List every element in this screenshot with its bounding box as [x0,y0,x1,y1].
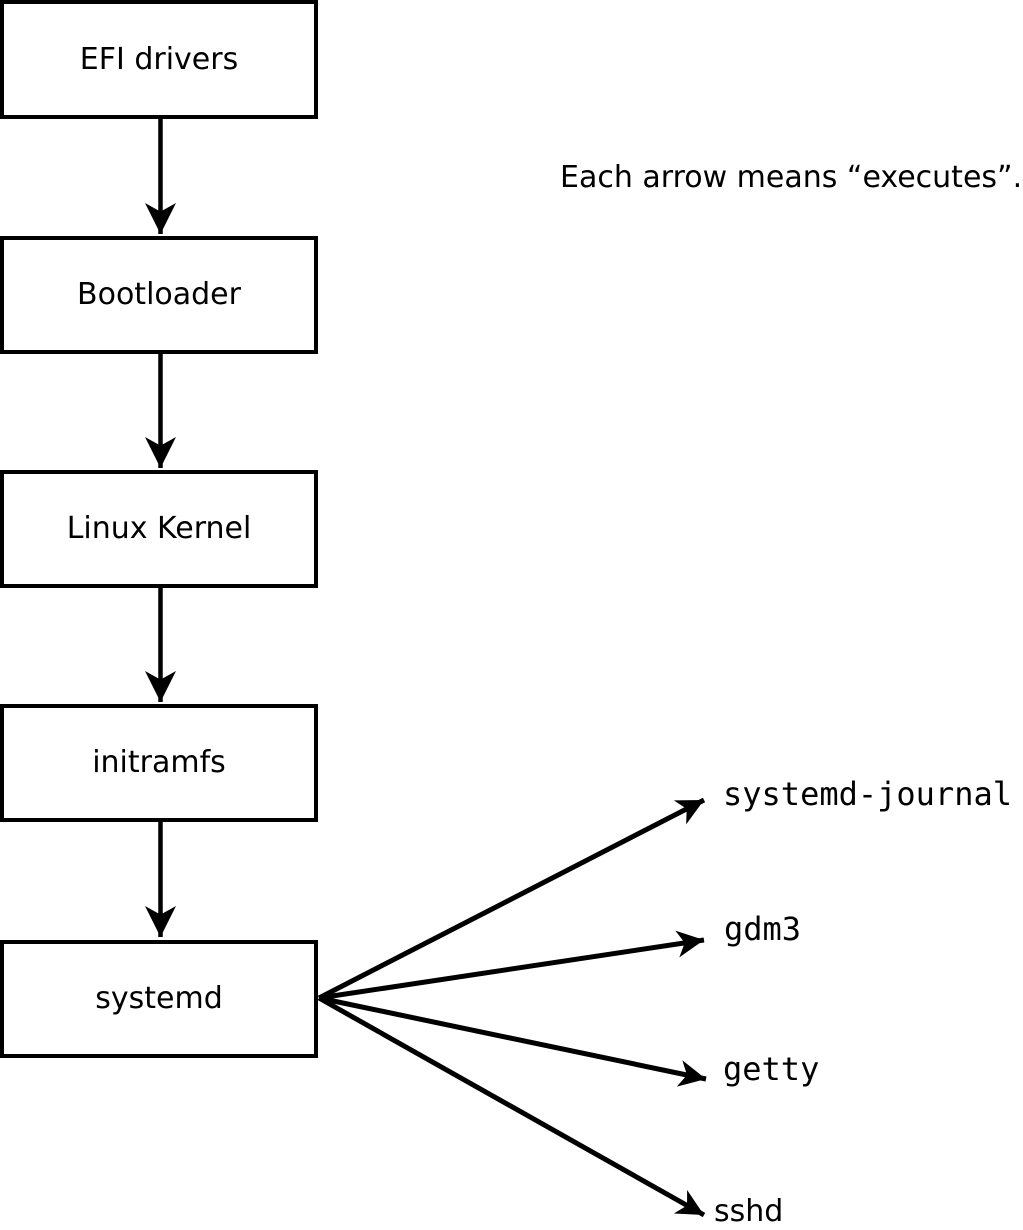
label-getty: getty [723,1050,820,1088]
arrow-systemd-to-sshd [317,995,706,1218]
box-efi-drivers-label: EFI drivers [79,41,239,77]
label-systemd-journal: systemd-journal [723,775,1012,813]
box-systemd-label: systemd [95,981,223,1016]
box-initramfs: initramfs [0,704,318,822]
arrow-systemd-to-systemd-journal [317,797,706,1001]
box-linux-kernel: Linux Kernel [0,470,318,588]
arrow-systemd-to-gdm3 [318,930,705,1001]
box-initramfs-label: initramfs [92,745,226,780]
box-linux-kernel-label: Linux Kernel [66,511,252,546]
label-sshd: sshd [714,1194,784,1229]
box-efi-drivers: EFI drivers [0,0,318,119]
label-gdm3: gdm3 [724,910,802,948]
box-systemd: systemd [0,940,318,1058]
caption-arrow-meaning: Each arrow means “executes”. [560,160,1023,195]
box-bootloader: Bootloader [0,236,318,354]
arrow-systemd-to-getty [318,995,707,1087]
box-bootloader-label: Bootloader [77,277,241,312]
